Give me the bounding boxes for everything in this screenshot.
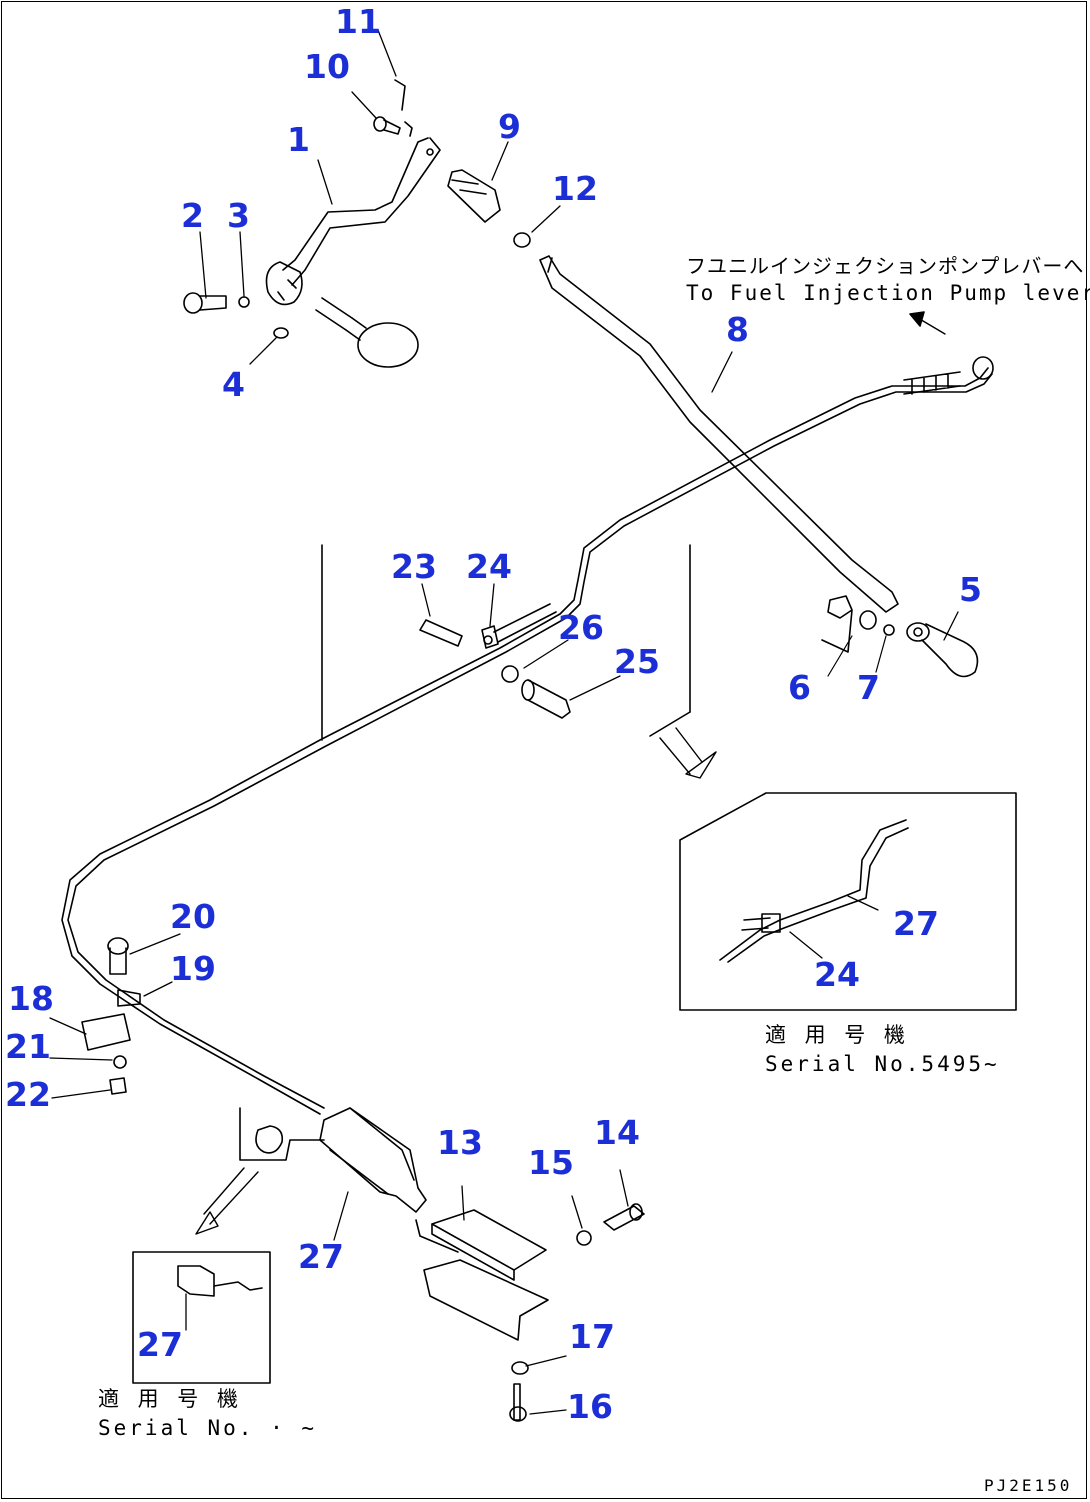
drawing-code: PJ2E150	[984, 1476, 1073, 1495]
washer-7	[883, 624, 895, 636]
washer-3	[238, 296, 250, 308]
lever-knob	[315, 297, 419, 368]
callout-14: 14	[594, 1113, 640, 1152]
callout-10: 10	[304, 47, 350, 86]
callout-26: 26	[558, 608, 604, 647]
callout-19: 19	[170, 949, 216, 988]
callout-6: 6	[788, 668, 811, 707]
throttle-body	[319, 1107, 427, 1213]
nut-6b	[859, 610, 877, 630]
bracket-13	[415, 1209, 549, 1341]
clamp-19	[117, 989, 141, 1007]
detail-right-serial: Serial No.5495~	[765, 1052, 1000, 1076]
callout-22: 22	[5, 1075, 51, 1114]
nut-22	[109, 1077, 127, 1095]
callout-16: 16	[567, 1387, 613, 1426]
detail-left-jp: 適 用 号 機	[98, 1387, 241, 1411]
callout-20: 20	[170, 897, 216, 936]
nut-12	[513, 232, 531, 248]
pump-note-jp: フユニルインジェクションポンプレバーへ	[686, 254, 1085, 278]
bolt-20	[107, 937, 129, 975]
joint-5	[906, 622, 979, 678]
detail-right-jp: 適 用 号 機	[765, 1023, 908, 1047]
washer-21	[113, 1055, 127, 1069]
callout-1: 1	[287, 120, 310, 159]
detail-left-serial: Serial No. · ~	[98, 1416, 318, 1440]
callout-5: 5	[959, 570, 982, 609]
callout-2: 2	[181, 196, 204, 235]
callout-24: 24	[466, 547, 512, 586]
callout-4: 4	[222, 365, 245, 404]
clevis-9	[447, 169, 501, 223]
callout-9: 9	[498, 107, 521, 146]
rod-8	[539, 255, 899, 613]
detail-left-callout-27: 27	[137, 1325, 183, 1364]
pin-11	[394, 79, 406, 111]
washer-15	[576, 1230, 592, 1246]
fuel-lever	[265, 121, 441, 306]
pump-note-en: To Fuel Injection Pump lever	[686, 281, 1090, 305]
control-cable	[61, 311, 994, 1115]
callout-3: 3	[227, 196, 250, 235]
pin-23	[419, 619, 463, 647]
callout-21: 21	[5, 1027, 51, 1066]
bolt-14	[603, 1203, 645, 1231]
nut-4	[273, 327, 289, 339]
callout-12: 12	[552, 169, 598, 208]
callout-11: 11	[335, 2, 381, 41]
nut-6	[821, 595, 853, 653]
callout-25: 25	[614, 642, 660, 681]
callout-15: 15	[528, 1143, 574, 1182]
callout-27: 27	[298, 1237, 344, 1276]
washer-26	[501, 665, 519, 683]
callout-23: 23	[391, 547, 437, 586]
detail-box-left	[132, 1251, 271, 1384]
bolt-2	[183, 292, 227, 314]
leader-lines	[49, 29, 959, 1415]
bolt-16	[509, 1383, 527, 1422]
callout-18: 18	[8, 979, 54, 1018]
bracket-18	[81, 1013, 131, 1051]
callout-13: 13	[437, 1123, 483, 1162]
bolt-10	[373, 116, 401, 135]
detail-callout-27: 27	[893, 904, 939, 943]
small-detail-frame	[239, 1107, 325, 1161]
callout-8: 8	[726, 310, 749, 349]
bolt-25	[521, 679, 571, 719]
callout-7: 7	[857, 668, 880, 707]
detail-callout-24: 24	[814, 955, 860, 994]
callout-17: 17	[569, 1317, 615, 1356]
detail-box-right	[679, 792, 1017, 1011]
clamp-24	[481, 603, 557, 649]
nut-17	[511, 1361, 529, 1375]
